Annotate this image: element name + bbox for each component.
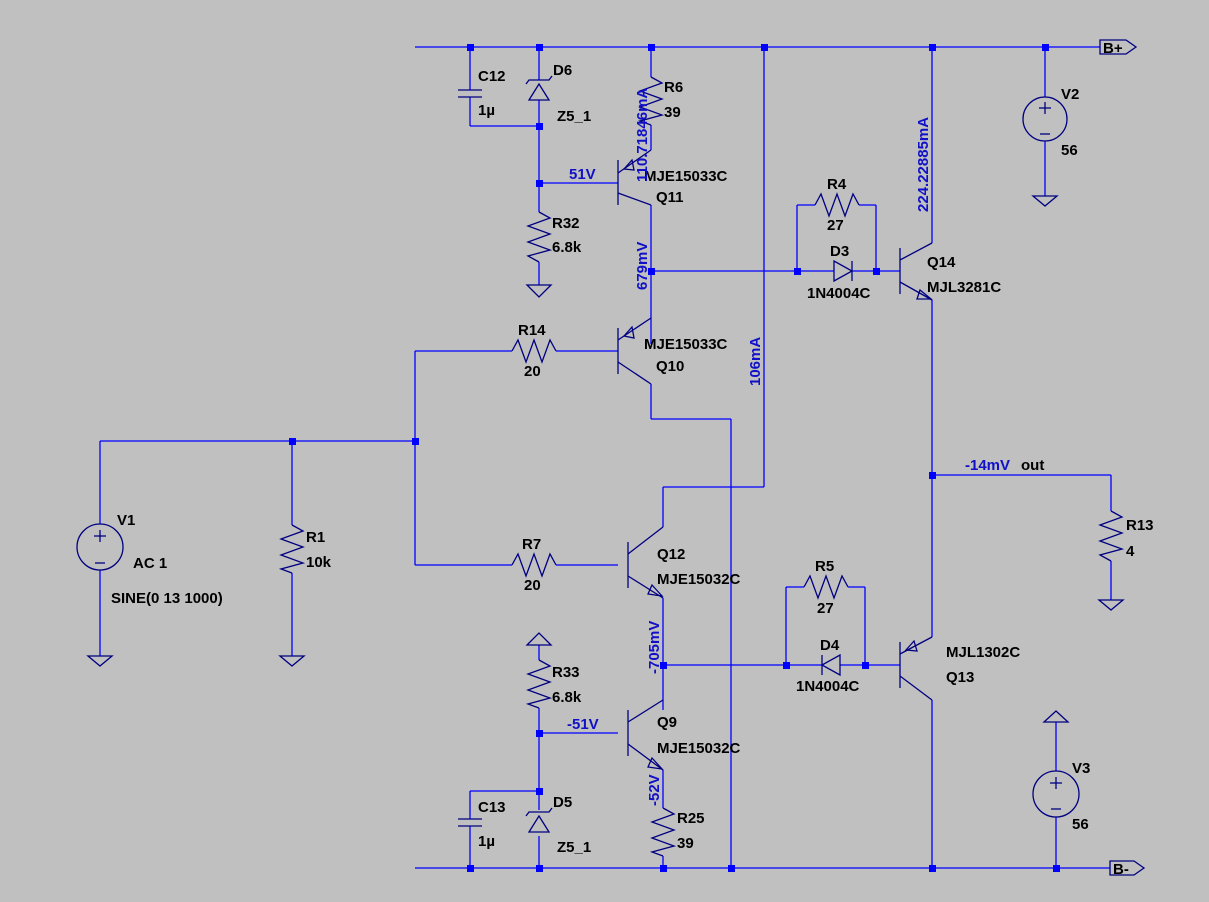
- diode-d3: D3 1N4004C: [807, 243, 871, 302]
- label-v1-value: AC 1: [133, 555, 167, 572]
- label-q14-name: Q14: [927, 254, 956, 271]
- transistor-q12: Q12 MJE15032C: [627, 526, 741, 599]
- label-r25-value: 39: [677, 835, 694, 852]
- label-r1-value: 10k: [306, 554, 332, 571]
- label-c13-name: C13: [478, 799, 506, 816]
- label-c13-value: 1µ: [478, 833, 495, 850]
- resistor-r32: R32 6.8k: [526, 211, 582, 263]
- resistor-r7: R7 20: [511, 536, 557, 594]
- meas-q14-current: 224.22885mA: [915, 117, 932, 212]
- label-r14-name: R14: [518, 322, 546, 339]
- label-d3-value: 1N4004C: [807, 285, 871, 302]
- label-q10-value: MJE15033C: [644, 336, 728, 353]
- label-d5-value: Z5_1: [557, 839, 591, 856]
- meas-q11-emitter-v: 679mV: [634, 242, 651, 290]
- net-label-b-plus: B+: [1103, 40, 1123, 57]
- label-v3-name: V3: [1072, 760, 1090, 777]
- transistor-q11: MJE15033C Q11: [617, 149, 728, 206]
- label-q13-name: Q13: [946, 669, 974, 686]
- label-r5-value: 27: [817, 600, 834, 617]
- supply-flags: [525, 632, 1070, 723]
- label-q11-value: MJE15033C: [644, 168, 728, 185]
- label-d4-name: D4: [820, 637, 840, 654]
- label-d6-value: Z5_1: [557, 108, 591, 125]
- label-v1-name: V1: [117, 512, 135, 529]
- label-r32-name: R32: [552, 215, 580, 232]
- voltage-source-v1: V1 AC 1 SINE(0 13 1000): [76, 512, 223, 607]
- label-c12-name: C12: [478, 68, 506, 85]
- resistor-r33: R33 6.8k: [525, 659, 582, 709]
- meas-neg705mv: -705mV: [646, 621, 663, 674]
- label-r33-name: R33: [552, 664, 580, 681]
- label-r7-name: R7: [522, 536, 541, 553]
- net-flag-b-minus: B-: [1109, 860, 1146, 878]
- label-q12-value: MJE15032C: [657, 571, 741, 588]
- resistor-r4: R4 27: [814, 176, 860, 234]
- meas-i-r6: 110.71846mA: [634, 88, 651, 182]
- zener-d5: D5 Z5_1: [525, 794, 591, 856]
- label-v2-name: V2: [1061, 86, 1079, 103]
- transistor-q10: MJE15033C Q10: [617, 317, 728, 385]
- transistor-q13: MJL1302C Q13: [899, 636, 1020, 701]
- label-v2-value: 56: [1061, 142, 1078, 159]
- net-flag-b-plus: B+: [1099, 39, 1138, 57]
- resistor-r25: R25 39: [649, 807, 705, 857]
- label-d5-name: D5: [553, 794, 572, 811]
- label-d3-name: D3: [830, 243, 849, 260]
- label-r13-value: 4: [1126, 543, 1135, 560]
- ground-symbols: [86, 195, 1125, 667]
- label-r6-name: R6: [664, 79, 683, 96]
- measurement-labels: 51V -51V -14mV out 110.71846mA 679mV 106…: [567, 88, 1044, 806]
- junctions: [289, 44, 1060, 872]
- label-c12-value: 1µ: [478, 102, 495, 119]
- label-r33-value: 6.8k: [552, 689, 582, 706]
- label-v3-value: 56: [1072, 816, 1089, 833]
- resistor-r1: R1 10k: [278, 524, 332, 574]
- label-v1-sine: SINE(0 13 1000): [111, 590, 223, 607]
- label-r4-value: 27: [827, 217, 844, 234]
- label-q12-name: Q12: [657, 546, 685, 563]
- net-label-b-minus: B-: [1113, 861, 1129, 878]
- resistor-r13: R13 4: [1098, 510, 1154, 562]
- resistor-r6: R6 39: [637, 76, 683, 126]
- transistor-q9: Q9 MJE15032C: [627, 699, 741, 771]
- label-q13-value: MJL1302C: [946, 644, 1020, 661]
- label-q10-name: Q10: [656, 358, 684, 375]
- label-r1-name: R1: [306, 529, 325, 546]
- label-q9-value: MJE15032C: [657, 740, 741, 757]
- resistor-r14: R14 20: [511, 322, 557, 380]
- voltage-source-v3: V3 56: [1032, 760, 1090, 833]
- label-q9-name: Q9: [657, 714, 677, 731]
- label-r7-value: 20: [524, 577, 541, 594]
- meas-neg52v: -52V: [646, 774, 663, 806]
- meas-51v: 51V: [569, 166, 596, 183]
- meas-neg51v: -51V: [567, 716, 599, 733]
- label-r13-name: R13: [1126, 517, 1154, 534]
- meas-106ma: 106mA: [747, 337, 764, 386]
- transistor-q14: Q14 MJL3281C: [899, 242, 1001, 301]
- wires: [99, 46, 1112, 869]
- label-d6-name: D6: [553, 62, 572, 79]
- meas-neg14mv: -14mV: [965, 457, 1010, 474]
- label-r25-name: R25: [677, 810, 705, 827]
- label-d4-value: 1N4004C: [796, 678, 860, 695]
- label-r6-value: 39: [664, 104, 681, 121]
- voltage-source-v2: V2 56: [1022, 86, 1079, 159]
- label-r4-name: R4: [827, 176, 847, 193]
- resistor-r5: R5 27: [803, 558, 849, 617]
- zener-d6: D6 Z5_1: [525, 62, 591, 125]
- capacitor-c13: C13 1µ: [458, 799, 506, 850]
- net-label-out: out: [1021, 457, 1044, 474]
- diode-d4: D4 1N4004C: [796, 637, 860, 695]
- label-q14-value: MJL3281C: [927, 279, 1001, 296]
- label-r32-value: 6.8k: [552, 239, 582, 256]
- capacitor-c12: C12 1µ: [458, 68, 506, 119]
- label-r5-name: R5: [815, 558, 834, 575]
- label-r14-value: 20: [524, 363, 541, 380]
- label-q11-name: Q11: [656, 189, 684, 206]
